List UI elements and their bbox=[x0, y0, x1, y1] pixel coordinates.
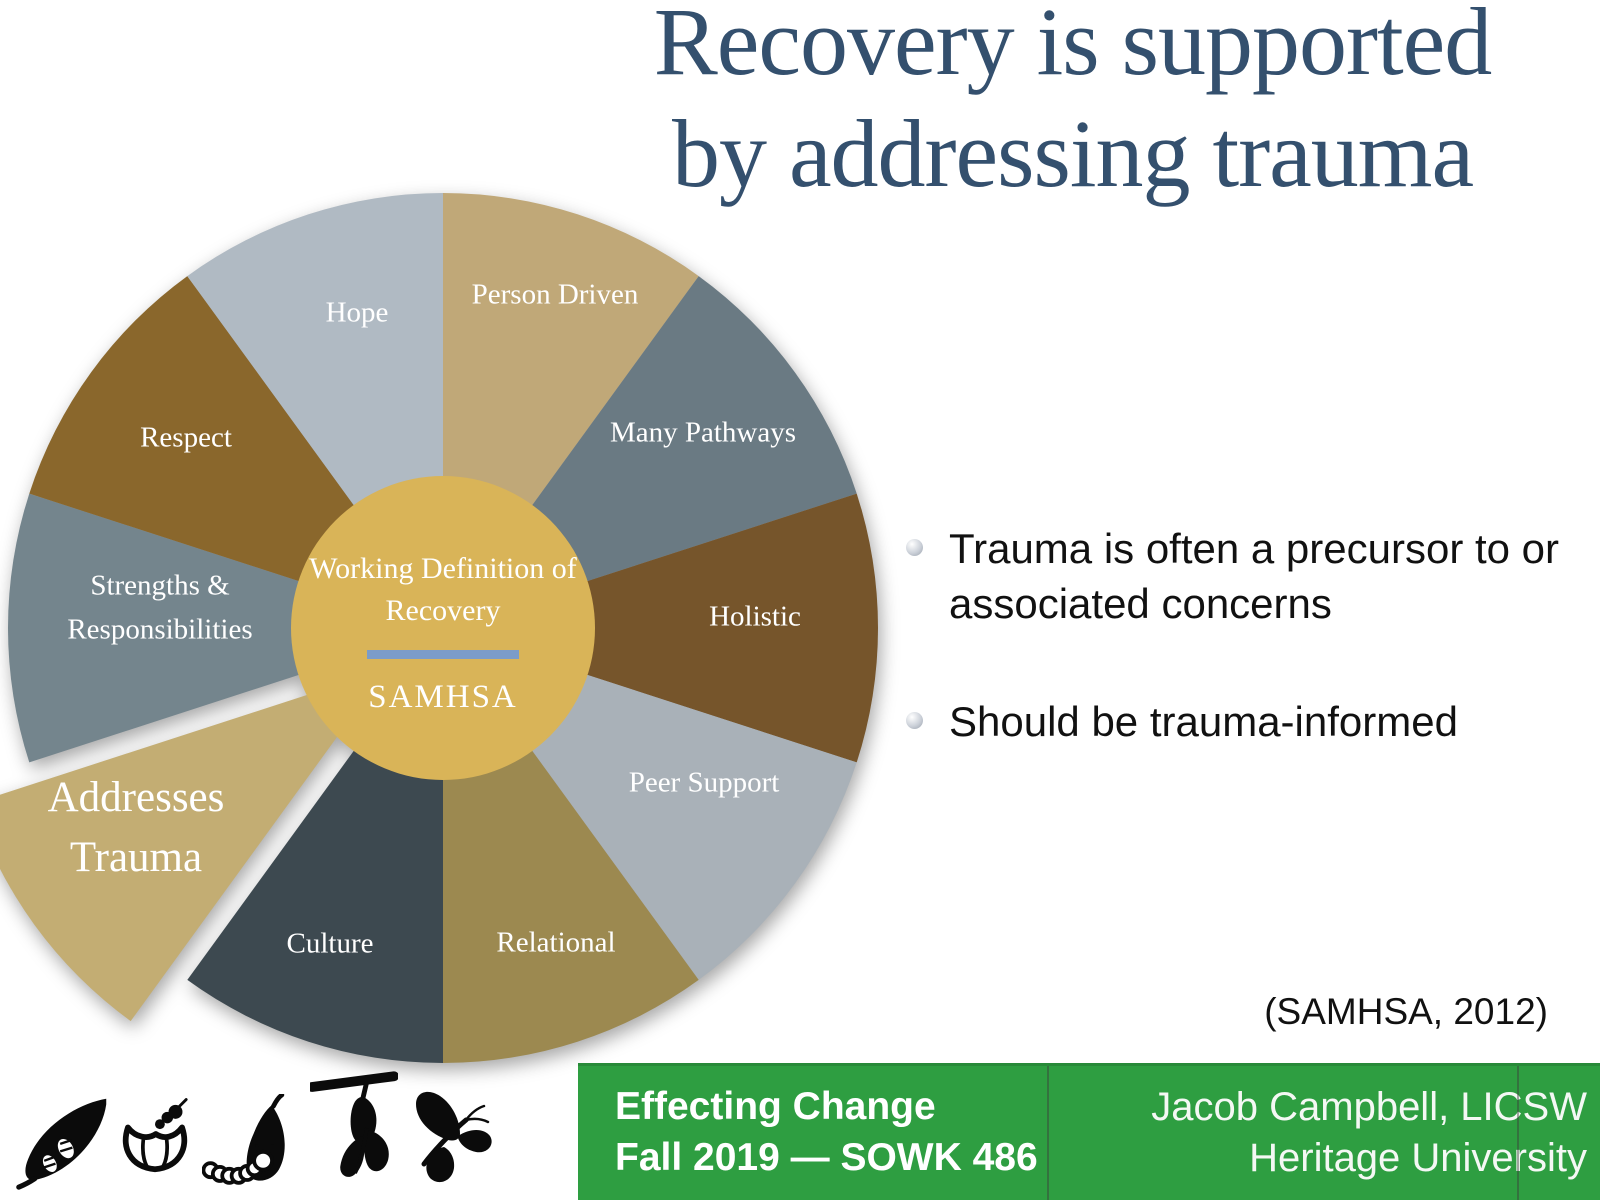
chrysalis-icon bbox=[310, 1071, 398, 1177]
pie-label-addresses-trauma: Addresses Trauma bbox=[47, 773, 225, 881]
pie-label-holistic: Holistic bbox=[709, 600, 801, 633]
pie-slice-holistic bbox=[443, 493, 879, 763]
hatching-egg-icon bbox=[122, 1098, 188, 1173]
pie-label-respect: Respect bbox=[140, 421, 232, 454]
lifecycle-icon-strip bbox=[0, 1060, 560, 1200]
butterfly-icon bbox=[416, 1091, 492, 1183]
bullet-item: Trauma is often a precursor to or associ… bbox=[906, 521, 1566, 632]
wheel-center-subtitle: SAMHSA bbox=[368, 679, 518, 715]
bullet-text: Should be trauma-informed bbox=[949, 697, 1458, 745]
sphere-bullet-icon bbox=[906, 711, 923, 729]
pie-label-many-pathways: Many Pathways bbox=[609, 416, 797, 449]
pie-slice-strengths-responsibilities bbox=[7, 493, 443, 763]
caterpillar-icon bbox=[202, 1094, 285, 1185]
footer-divider-line bbox=[1047, 1066, 1049, 1200]
bullet-text: Trauma is often a precursor to or associ… bbox=[949, 525, 1560, 628]
footer-bar: Effecting Change Fall 2019 — SOWK 486 Ja… bbox=[578, 1063, 1600, 1200]
footer-author-name: Jacob Campbell, LICSW bbox=[1151, 1084, 1587, 1129]
pie-label-hope: Hope bbox=[325, 296, 389, 329]
center-divider-rule bbox=[367, 650, 519, 659]
wheel-center-title: Working Definition of Recovery bbox=[309, 552, 577, 627]
footer-divider-line bbox=[1517, 1066, 1519, 1200]
footer-course-info: Effecting Change Fall 2019 — SOWK 486 bbox=[578, 1082, 1038, 1183]
pie-label-strengths-responsibilities: Strengths & Responsibilities bbox=[67, 569, 253, 646]
leaf-with-eggs-icon bbox=[16, 1098, 107, 1190]
bullet-item: Should be trauma-informed bbox=[906, 694, 1566, 749]
pie-label-culture: Culture bbox=[286, 927, 374, 960]
title-line-2: by addressing trauma bbox=[671, 100, 1474, 208]
footer-course-title: Effecting Change bbox=[615, 1085, 936, 1129]
footer-author-info: Jacob Campbell, LICSW Heritage Universit… bbox=[1151, 1082, 1600, 1184]
pie-label-person-driven: Person Driven bbox=[471, 278, 639, 311]
pie-label-peer-support: Peer Support bbox=[628, 766, 780, 799]
citation-text: (SAMHSA, 2012) bbox=[1264, 991, 1548, 1032]
sphere-bullet-icon bbox=[906, 539, 923, 556]
wheel-center-circle bbox=[291, 476, 595, 780]
footer-institution: Heritage University bbox=[1249, 1136, 1587, 1180]
bullet-list: Trauma is often a precursor to or associ… bbox=[906, 521, 1566, 749]
pie-slice-addresses-trauma bbox=[0, 669, 387, 1022]
pie-label-relational: Relational bbox=[496, 926, 616, 959]
wheel-center-label: Working Definition of Recovery SAMHSA bbox=[283, 548, 603, 716]
title-line-1: Recovery is supported bbox=[653, 0, 1492, 95]
slide-title: Recovery is supported by addressing trau… bbox=[540, 0, 1600, 211]
footer-course-term: Fall 2019 — SOWK 486 bbox=[615, 1136, 1038, 1179]
